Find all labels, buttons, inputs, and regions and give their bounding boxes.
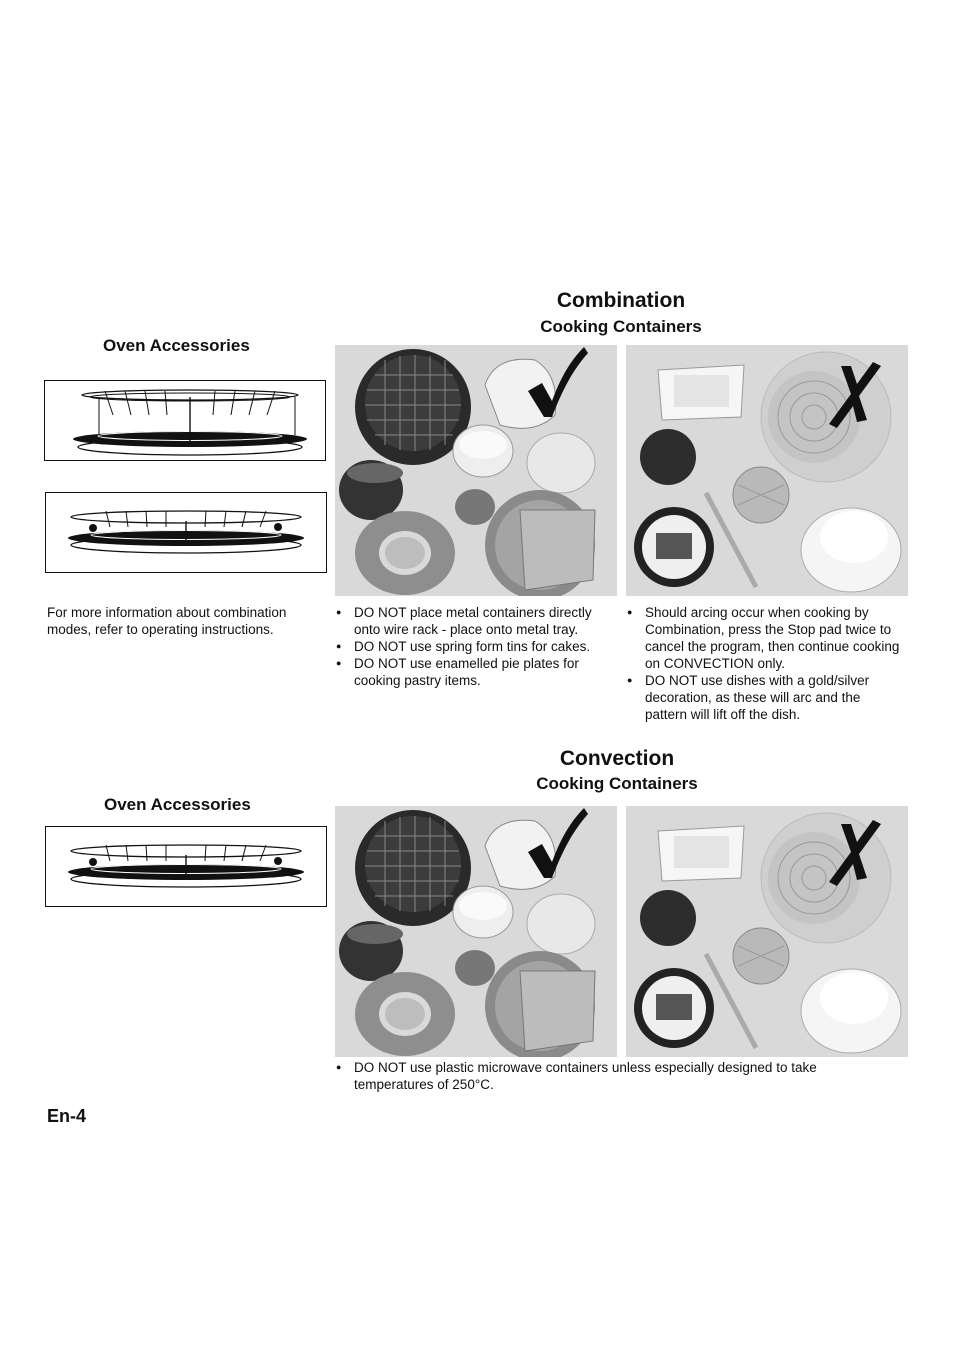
suitable-containers-photo-combination [335,345,617,596]
convection-subtitle: Cooking Containers [536,774,698,793]
combination-ok-bullet-list: DO NOT place metal containers directly o… [336,604,618,689]
list-item: DO NOT use enamelled pie plates for cook… [336,655,618,689]
low-rack-diagram-convection [45,826,327,907]
list-item: DO NOT use spring form tins for cakes. [336,638,618,655]
list-item: DO NOT use plastic microwave containers … [336,1059,896,1093]
combination-info-note: For more information about combination m… [47,605,287,637]
page-number: En-4 [47,1106,87,1126]
low-rack-diagram-combination [45,492,327,573]
convection-accessories-heading: Oven Accessories [104,795,251,814]
suitable-containers-photo-convection [335,806,617,1057]
list-item: DO NOT place metal containers directly o… [336,604,618,638]
convection-title: Convection [559,747,675,770]
check-mark-icon [522,806,590,881]
convection-bullet-list: DO NOT use plastic microwave containers … [336,1059,896,1093]
combination-title: Combination [556,289,686,312]
high-rack-diagram [44,380,326,461]
cross-mark-icon [827,360,885,430]
list-item: Should arcing occur when cooking by Comb… [627,604,902,672]
unsuitable-containers-photo-combination [626,345,908,596]
list-item: DO NOT use dishes with a gold/silver dec… [627,672,902,723]
cross-mark-icon [827,818,885,888]
combination-subtitle: Cooking Containers [540,317,702,336]
check-mark-icon [522,345,590,420]
combination-notok-bullet-list: Should arcing occur when cooking by Comb… [627,604,902,723]
combination-accessories-heading: Oven Accessories [103,336,250,355]
